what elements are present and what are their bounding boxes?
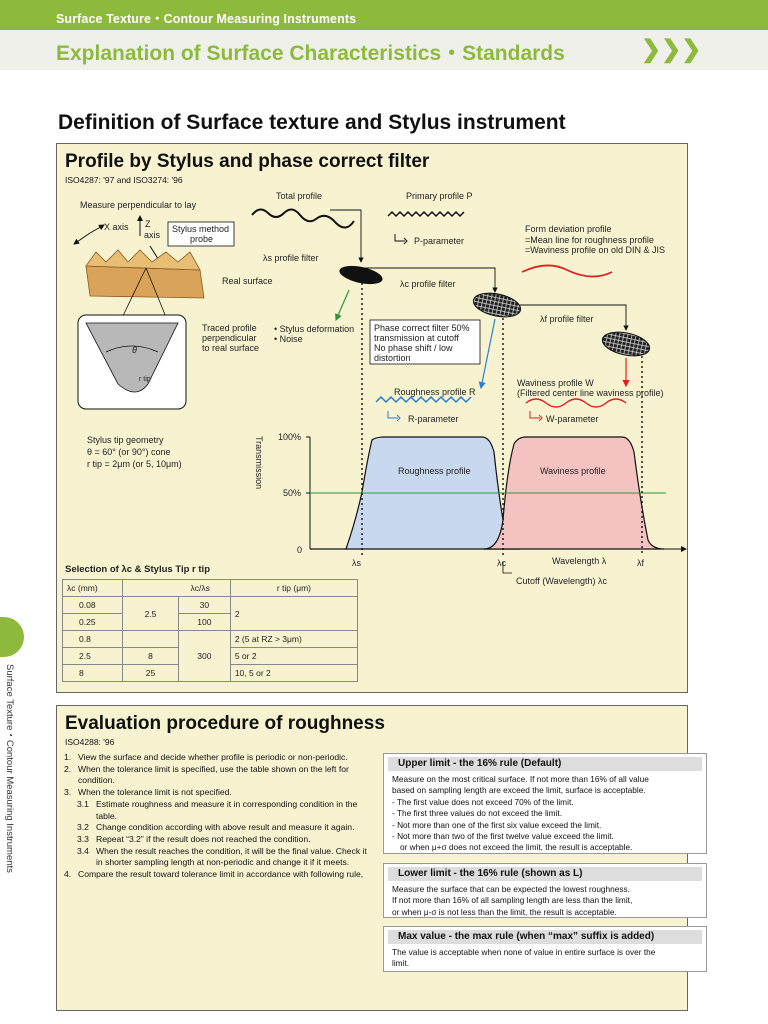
y-0-label: 0 <box>297 545 303 555</box>
category-label: Surface Texture・Contour Measuring Instru… <box>56 12 357 26</box>
form-dev-label-2: =Mean line for roughness profile <box>525 235 654 245</box>
y-50-label: 50% <box>283 488 302 498</box>
primary-profile-curve <box>387 210 465 218</box>
evaluation-panel-standard: ISO4288: '96 <box>65 737 115 747</box>
lc-filter-label: λc profile filter <box>400 279 456 289</box>
transmission-chart <box>306 436 687 552</box>
form-dev-label-1: Form deviation profile <box>525 224 612 234</box>
real-surface-label: Real surface <box>222 276 273 286</box>
axis-label: axis <box>144 230 161 240</box>
table-row: 0.25 100 <box>61 613 358 631</box>
tip-geo-label-3: r tip = 2μm (or 5, 10μm) <box>87 459 182 469</box>
y-100-label: 100% <box>278 432 302 442</box>
phase-label-2: transmission at cutoff <box>374 333 459 343</box>
traced-label-2: perpendicular <box>202 333 257 343</box>
probe-label-2: probe <box>190 234 214 244</box>
axis-icon <box>73 215 143 245</box>
waviness-profile-label: Waviness profile <box>540 466 606 476</box>
ls-filter-icon <box>339 265 383 285</box>
section-title: Explanation of Surface Characteristics・S… <box>56 42 565 65</box>
list-item: 1.View the surface and decide whether pr… <box>64 752 348 762</box>
traced-label-1: Traced profile <box>202 323 257 333</box>
phase-label-1: Phase correct filter 50% <box>374 323 470 333</box>
waviness-label-2: (Filtered center line waviness profile) <box>517 388 664 398</box>
cutoff-label: Cutoff (Wavelength) λc <box>516 576 608 586</box>
waviness-label-1: Waviness profile W <box>517 378 594 388</box>
form-deviation-curve <box>521 264 613 278</box>
probe-box <box>167 221 235 247</box>
lc-tick-label: λc <box>497 558 506 568</box>
roughness-profile-label: Roughness profile <box>398 466 471 476</box>
form-dev-label-3: =Waviness profile on old DIN & JIS <box>525 245 665 255</box>
table-row: 2.5 8 5 or 2 <box>61 647 359 665</box>
chevrons-icon: ❯❯❯ <box>641 36 702 63</box>
lf-filter-label: λf profile filter <box>540 314 594 324</box>
lower-limit-title: Lower limit - the 16% rule (shown as L) <box>388 867 702 881</box>
roughness-curve-small <box>375 395 472 404</box>
lower-limit-box: Lower limit - the 16% rule (shown as L) … <box>383 863 707 918</box>
phase-label-3: No phase shift / low <box>374 343 453 353</box>
measure-perp-label: Measure perpendicular to lay <box>80 200 197 210</box>
p-param-icon <box>394 234 408 245</box>
page-title: Definition of Surface texture and Stylus… <box>58 111 566 134</box>
primary-profile-label: Primary profile P <box>406 191 473 201</box>
noise-label: • Noise <box>274 334 303 344</box>
tip-geo-label-2: θ = 60° (or 90°) cone <box>87 447 171 457</box>
total-profile-curve <box>251 208 355 229</box>
phase-box <box>369 319 481 365</box>
table-row: 0.8 300 2 (5 at RZ > 3μm) <box>61 630 359 682</box>
transmission-label: Transmission <box>254 436 264 490</box>
profile-panel-title: Profile by Stylus and phase correct filt… <box>65 151 430 172</box>
section-header: Explanation of Surface Characteristics・S… <box>0 30 768 70</box>
list-item: 3.When the tolerance limit is not specif… <box>64 787 232 798</box>
ls-tick-label: λs <box>352 558 361 568</box>
probe-label-1: Stylus method <box>172 224 230 234</box>
rtip-label: r tip <box>139 376 151 383</box>
roughness-profile-r-label: Roughness profile R <box>394 387 476 397</box>
selection-title: Selection of λc & Stylus Tip r tip <box>65 564 210 575</box>
z-label: Z <box>145 219 151 229</box>
lf-tick-label: λf <box>637 558 645 568</box>
lc-filter-icon <box>472 292 522 318</box>
procedure-list: 1.View the surface and decide whether pr… <box>64 752 369 881</box>
table-header-row: λc (mm) λc/λs r tip (μm) <box>61 579 359 597</box>
lf-filter-icon <box>601 331 651 357</box>
traced-label-3: to real surface <box>202 343 260 353</box>
table-row: 8 25 10, 5 or 2 <box>61 664 359 682</box>
w-parameter-label: W-parameter <box>546 414 599 424</box>
list-item: 2.When the tolerance limit is specified,… <box>64 763 349 786</box>
p-parameter-label: P-parameter <box>414 236 465 246</box>
upper-limit-box: Upper limit - the 16% rule (Default) Mea… <box>383 753 707 854</box>
tip-geo-label-1: Stylus tip geometry <box>87 435 164 445</box>
r-parameter-label: R-parameter <box>408 414 459 424</box>
category-bar: Surface Texture・Contour Measuring Instru… <box>0 0 768 30</box>
waviness-curve-small <box>525 398 627 408</box>
r-param-icon <box>387 411 401 422</box>
list-item: 4.Compare the result toward tolerance li… <box>64 869 364 880</box>
ls-filter-label: λs profile filter <box>263 253 319 263</box>
max-value-title: Max value - the max rule (when “max” suf… <box>388 930 702 944</box>
w-param-icon <box>529 411 543 422</box>
selection-table: λc (mm) λc/λs r tip (μm) 0.08 2.5 30 2 0… <box>61 579 359 682</box>
evaluation-panel-title: Evaluation procedure of roughness <box>65 713 385 734</box>
profile-panel-standard: ISO4287: '97 and ISO3274: '96 <box>65 175 183 185</box>
total-profile-label: Total profile <box>276 191 323 201</box>
theta-label: θ <box>132 345 137 355</box>
x-axis-label: X axis <box>104 222 129 232</box>
phase-label-4: distortion <box>374 353 411 363</box>
real-surface-block <box>85 249 205 299</box>
max-value-box: Max value - the max rule (when “max” suf… <box>383 926 707 972</box>
wavelength-label: Wavelength λ <box>552 556 607 566</box>
table-row: 0.08 2.5 30 2 <box>61 596 359 631</box>
stylus-deformation-label: • Stylus deformation <box>274 324 355 334</box>
upper-limit-title: Upper limit - the 16% rule (Default) <box>388 757 702 771</box>
